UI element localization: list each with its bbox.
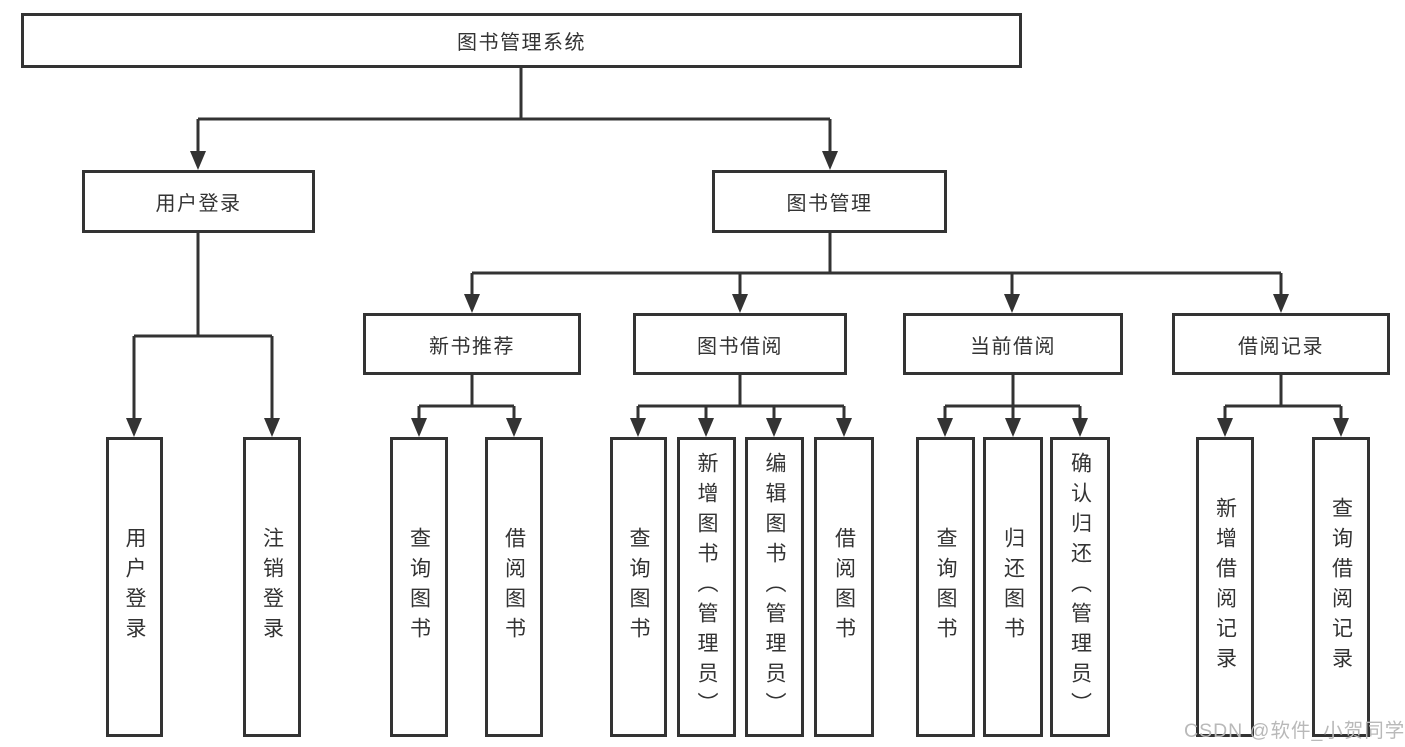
connector-root-to-level2 [190, 68, 838, 170]
connector-book-management-to-level3 [464, 233, 1289, 313]
node-new-book-recommend: 新书推荐 [363, 313, 581, 375]
node-label: 当前借阅 [970, 335, 1056, 358]
node-label: 新增图书（管理员） [695, 452, 718, 722]
node-leaf-borrow-book: 借阅图书 [814, 437, 874, 737]
node-label: 查询借阅记录 [1329, 497, 1353, 677]
node-label: 用户登录 [123, 527, 146, 647]
node-library-management-system: 图书管理系统 [21, 13, 1022, 68]
node-label: 借阅记录 [1238, 335, 1324, 358]
node-leaf-confirm-return-admin: 确认归还（管理员） [1050, 437, 1110, 737]
node-leaf-borrow-query-book: 查询图书 [610, 437, 667, 737]
node-label: 确认归还（管理员） [1068, 452, 1092, 722]
connector-book-borrow-to-leaves [630, 375, 852, 437]
connector-new-book-to-leaves [411, 375, 522, 437]
node-label: 归还图书 [1001, 527, 1025, 647]
node-label: 新书推荐 [429, 335, 515, 358]
node-leaf-user-login: 用户登录 [106, 437, 163, 737]
node-label: 编辑图书（管理员） [763, 452, 786, 722]
node-label: 查询图书 [407, 527, 431, 647]
node-label: 借阅图书 [832, 527, 856, 647]
node-leaf-current-query-book: 查询图书 [916, 437, 975, 737]
node-label: 查询图书 [627, 527, 650, 647]
node-book-borrow: 图书借阅 [633, 313, 847, 375]
node-label: 新增借阅记录 [1213, 497, 1237, 677]
node-book-management: 图书管理 [712, 170, 947, 233]
node-user-login: 用户登录 [82, 170, 315, 233]
node-label: 用户登录 [155, 193, 242, 215]
node-label: 图书管理系统 [457, 32, 586, 54]
node-label: 注销登录 [260, 527, 284, 647]
node-label: 借阅图书 [502, 527, 526, 647]
node-leaf-return-book: 归还图书 [983, 437, 1043, 737]
node-label: 图书管理 [786, 193, 873, 215]
node-label: 图书借阅 [697, 335, 783, 358]
node-borrow-record: 借阅记录 [1172, 313, 1390, 375]
connector-borrow-record-to-leaves [1217, 375, 1349, 437]
csdn-watermark: CSDN @软件_小贺同学 [1184, 720, 1405, 742]
node-leaf-edit-book-admin: 编辑图书（管理员） [745, 437, 804, 737]
node-leaf-recommend-query-book: 查询图书 [390, 437, 448, 737]
node-current-borrow: 当前借阅 [903, 313, 1123, 375]
connector-current-borrow-to-leaves [937, 375, 1088, 437]
node-leaf-recommend-borrow-book: 借阅图书 [485, 437, 543, 737]
connector-user-login-to-leaves [126, 233, 280, 437]
node-leaf-add-book-admin: 新增图书（管理员） [677, 437, 736, 737]
node-leaf-logout: 注销登录 [243, 437, 301, 737]
node-label: 查询图书 [934, 527, 957, 647]
node-leaf-query-borrow-record: 查询借阅记录 [1312, 437, 1370, 737]
node-leaf-add-borrow-record: 新增借阅记录 [1196, 437, 1254, 737]
